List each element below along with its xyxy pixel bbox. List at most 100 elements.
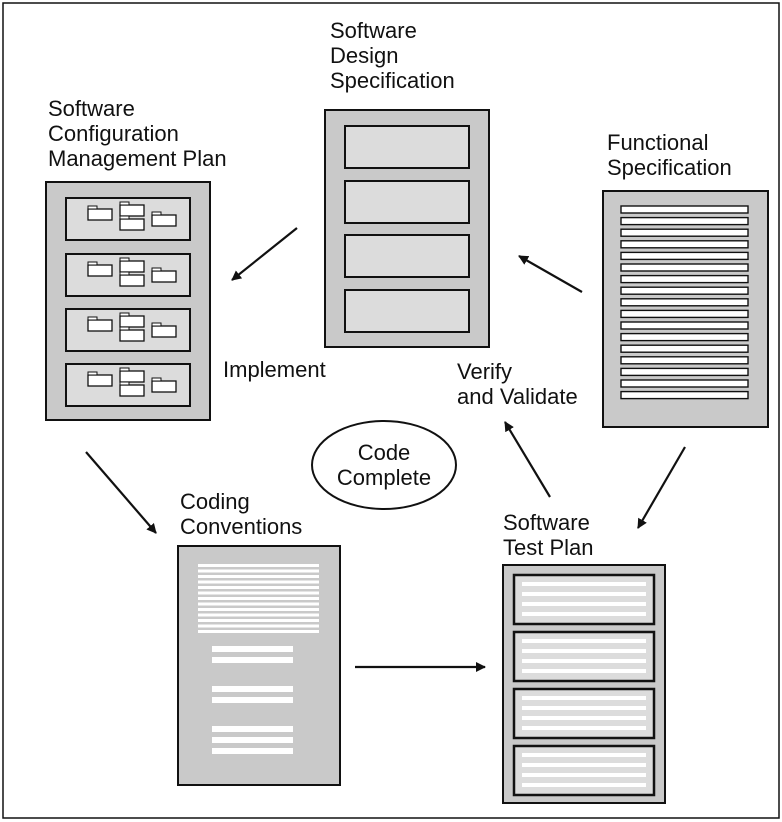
test-plan-line <box>522 773 646 777</box>
functional-spec-line <box>620 321 749 330</box>
config-module-tab <box>119 215 130 220</box>
functional-spec-title-line-2: Specification <box>607 155 732 180</box>
config-module-tab <box>119 271 130 276</box>
code-complete-label-line-1: Code <box>357 440 411 465</box>
config-module-box <box>87 374 113 387</box>
functional-spec-line <box>620 263 749 272</box>
config-module-tab <box>87 371 98 376</box>
coding-header-line <box>198 619 319 622</box>
config-module-box <box>119 260 145 273</box>
config-module-tab <box>87 261 98 266</box>
implement-label: Implement <box>223 357 326 382</box>
config-module-tab <box>119 326 130 331</box>
test-plan-title-line-1: Software <box>503 510 590 535</box>
coding-header-line <box>198 608 319 611</box>
config-module-tab <box>119 201 130 206</box>
test-plan-line <box>522 706 646 710</box>
config-plan-title-line-3: Management Plan <box>48 146 227 171</box>
arrow-config-to-coding <box>85 451 157 534</box>
functional-spec-line <box>620 332 749 342</box>
functional-spec-line <box>620 251 749 261</box>
coding-conventions-page <box>177 545 341 786</box>
functional-spec-line <box>620 379 749 388</box>
test-plan-line <box>522 783 646 787</box>
verify-validate-label-line-1: Verify <box>457 359 513 384</box>
config-module-box <box>119 204 145 217</box>
coding-conventions-title: Coding Conventions <box>180 489 302 539</box>
coding-conventions-document <box>177 545 341 786</box>
coding-header-line <box>198 613 319 617</box>
config-plan-title-line-2: Configuration <box>48 121 179 146</box>
test-plan-title-line-2: Test Plan <box>503 535 594 560</box>
config-management-plan-document <box>45 181 211 421</box>
code-complete-label-line-2: Complete <box>336 465 432 490</box>
coding-body-line <box>212 657 293 663</box>
coding-body-line <box>212 737 293 743</box>
code-complete-label: Code Complete <box>324 440 444 490</box>
code-complete-ellipse <box>311 420 457 510</box>
functional-spec-title-line-1: Functional <box>607 130 709 155</box>
test-plan-line <box>522 726 646 730</box>
coding-header-line <box>198 564 319 567</box>
test-plan-line <box>522 696 646 700</box>
functional-spec-line <box>620 344 749 353</box>
coding-body-line <box>212 748 293 754</box>
config-module-tab <box>119 312 130 317</box>
test-plan-line <box>522 753 646 757</box>
coding-body-line <box>212 726 293 732</box>
design-spec-document <box>324 109 490 348</box>
config-module-box <box>119 218 145 231</box>
config-module-box <box>119 370 145 383</box>
coding-header-line <box>198 580 319 584</box>
config-module-tab <box>151 322 162 327</box>
config-module-box <box>87 208 113 221</box>
arrow-functional-to-design <box>518 255 583 293</box>
config-plan-title-line-1: Software <box>48 96 135 121</box>
design-spec-title-line-1: Software <box>330 18 417 43</box>
design-spec-section-4 <box>344 289 470 333</box>
test-plan-line <box>522 649 646 653</box>
coding-header-line <box>198 597 319 600</box>
coding-body-line <box>212 646 293 652</box>
verify-validate-label-line-2: and Validate <box>457 384 578 409</box>
test-plan-title: Software Test Plan <box>503 510 594 560</box>
test-plan-line <box>522 669 646 673</box>
test-plan-line <box>522 592 646 596</box>
functional-spec-title: Functional Specification <box>607 130 732 180</box>
test-plan-document <box>502 564 666 804</box>
config-module-tab <box>151 267 162 272</box>
config-module-box <box>151 380 177 393</box>
functional-spec-line <box>620 240 749 249</box>
arrow-functional-to-test <box>637 446 686 529</box>
functional-spec-line <box>620 286 749 295</box>
config-module-box <box>87 264 113 277</box>
coding-header-line <box>198 586 319 589</box>
coding-header-line <box>198 624 319 628</box>
coding-header-line <box>198 569 319 573</box>
test-plan-line <box>522 582 646 586</box>
design-spec-section-2 <box>344 180 470 224</box>
config-module-box <box>119 384 145 397</box>
coding-conventions-title-line-2: Conventions <box>180 514 303 539</box>
test-plan-line <box>522 602 646 606</box>
design-spec-title-line-2: Design <box>330 43 399 68</box>
config-module-box <box>119 315 145 328</box>
config-module-box <box>151 325 177 338</box>
design-spec-title-line-3: Specification <box>330 68 455 93</box>
config-module-box <box>151 214 177 227</box>
design-spec-section-3 <box>344 234 470 278</box>
config-module-tab <box>119 381 130 386</box>
functional-spec-line <box>620 216 749 226</box>
test-plan-line <box>522 763 646 767</box>
functional-spec-line <box>620 205 749 214</box>
functional-spec-line <box>620 367 749 377</box>
functional-spec-line <box>620 356 749 365</box>
config-module-tab <box>87 316 98 321</box>
functional-spec-document <box>602 190 769 428</box>
coding-header-line <box>198 602 319 606</box>
functional-spec-line <box>620 274 749 284</box>
config-module-box <box>151 270 177 283</box>
functional-spec-line <box>620 228 749 237</box>
